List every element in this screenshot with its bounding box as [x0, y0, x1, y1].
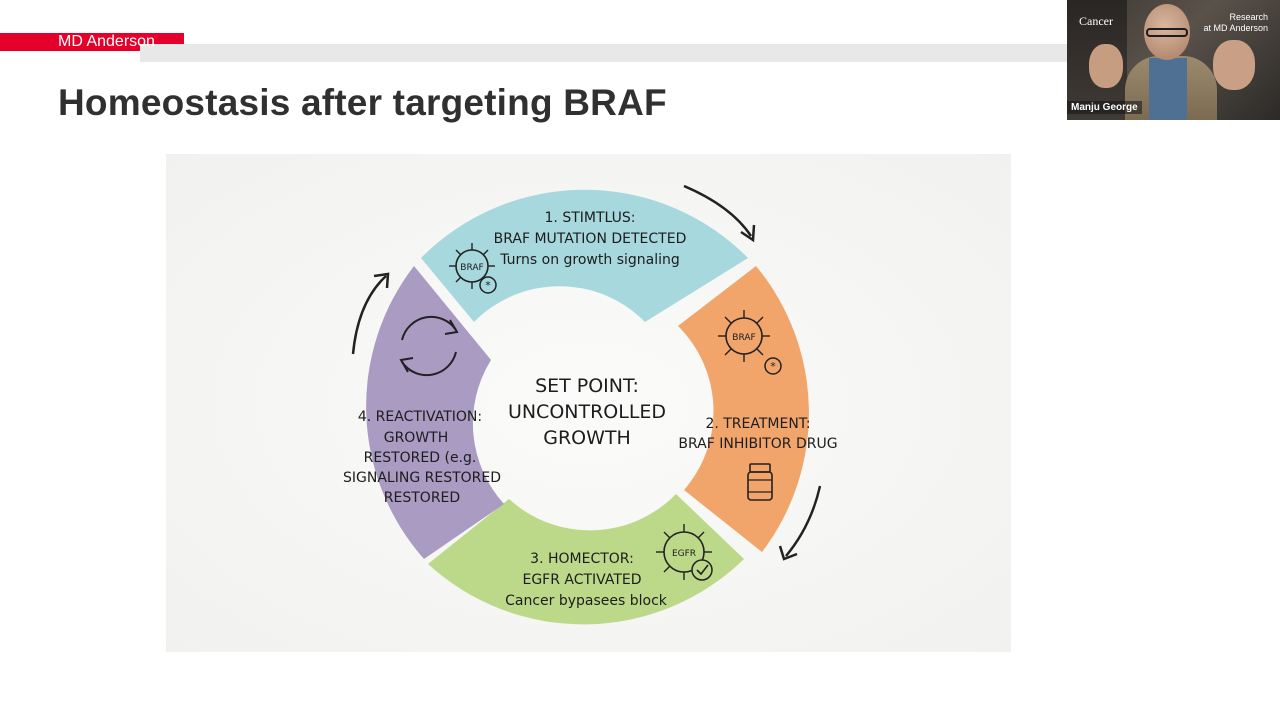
stage4-arc: [366, 266, 504, 559]
stage3-line-1: 3. HOMECTOR:: [530, 551, 634, 567]
video-brand-line-1: Research: [1229, 12, 1268, 22]
svg-text:*: *: [770, 360, 776, 373]
stage3-arc: [428, 494, 744, 625]
center-line-1: SET POINT:: [535, 375, 639, 397]
stage1-virus-icon: *: [449, 243, 497, 294]
stage2-arc: [678, 266, 809, 552]
video-cancer-logo: Cancer: [1079, 14, 1113, 28]
stage2-virus-icon: *: [718, 310, 782, 375]
participant-left-hand: [1089, 44, 1123, 88]
arrow-left: [351, 275, 387, 355]
participant-right-hand: [1213, 40, 1255, 90]
slide-title: Homeostasis after targeting BRAF: [58, 82, 667, 123]
stage3-icon-label: EGFR: [672, 549, 696, 559]
stage1-line-2: BRAF MUTATION DETECTED: [494, 231, 687, 247]
cycle-svg: * BRAF * BRAF: [343, 184, 838, 625]
homeostasis-cycle-diagram: * BRAF * BRAF: [166, 154, 1011, 652]
stage2-line-2: BRAF INHIBITOR DRUG: [678, 436, 837, 452]
stage1-arc: [421, 189, 748, 322]
stage3-line-2: EGFR ACTIVATED: [522, 572, 641, 588]
stage2-icon-label: BRAF: [732, 333, 755, 343]
arrow-top-right-head: [740, 224, 756, 243]
svg-text:*: *: [485, 279, 491, 292]
participant-glasses: [1146, 28, 1188, 37]
stage4-line-3: RESTORED (e.g.: [364, 450, 477, 466]
participant-name-label: Manju George: [1067, 101, 1142, 114]
participant-head: [1144, 4, 1190, 60]
drug-bottle-icon: [747, 463, 773, 501]
arrow-top-right: [683, 184, 753, 237]
video-brand-text: Research at MD Anderson: [1198, 12, 1268, 34]
video-brand-line-2: at MD Anderson: [1203, 23, 1268, 33]
stage1-icon-label: BRAF: [460, 263, 483, 273]
stage4-line-2: GROWTH: [384, 430, 449, 446]
header-rule: [140, 44, 1068, 62]
brand-logo-text: MD Anderson: [58, 33, 155, 50]
stage3-virus-icon: [656, 524, 713, 581]
brand-bar: [0, 33, 184, 51]
arrow-bottom-right-head: [778, 545, 798, 561]
stage1-line-3: Turns on growth signaling: [499, 252, 680, 268]
cycle-arrows-icon: [399, 315, 459, 377]
stage4-line-5: RESTORED: [384, 490, 460, 506]
center-line-2: UNCONTROLLED: [508, 401, 666, 423]
stage4-line-1: 4. REACTIVATION:: [358, 409, 482, 425]
stage4-line-4: SIGNALING RESTORED: [343, 470, 501, 486]
stage2-line-1: 2. TREATMENT:: [705, 416, 810, 432]
participant-shirt: [1149, 58, 1187, 120]
participant-video-tile[interactable]: Cancer Research at MD Anderson Manju Geo…: [1067, 0, 1280, 120]
center-line-3: GROWTH: [543, 427, 631, 449]
arrow-left-head: [373, 272, 390, 289]
stage3-line-3: Cancer bypasees block: [505, 593, 668, 609]
stage1-line-1: 1. STIMTLUS:: [545, 210, 636, 226]
arrow-bottom-right: [785, 485, 822, 557]
